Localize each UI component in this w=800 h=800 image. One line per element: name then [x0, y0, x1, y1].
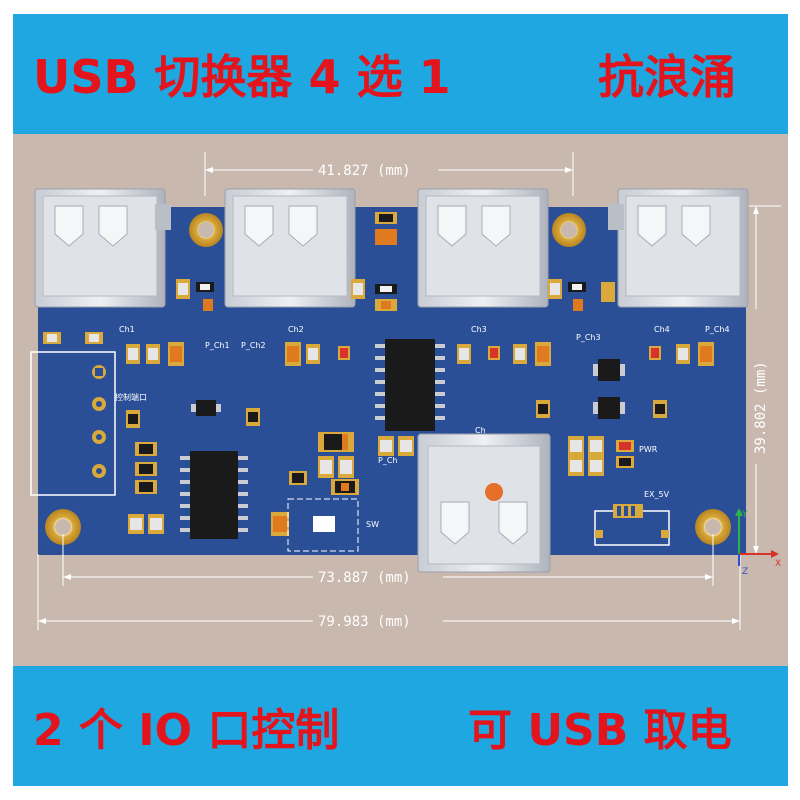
silk-ch4: Ch4	[654, 325, 670, 334]
bottom-banner-right: 可 USB 取电	[468, 705, 732, 756]
control-header-pads	[92, 365, 106, 478]
silk-p-ch2: P_Ch2	[241, 341, 266, 350]
svg-text:X: X	[775, 559, 781, 569]
ex-5v-connector	[594, 504, 670, 546]
silk-ch2: Ch2	[288, 325, 304, 334]
pcb-board-image: 41.827 (mm) 39.802 (mm)	[30, 152, 781, 630]
switch-outline	[287, 498, 359, 552]
usb-port-ch4	[608, 188, 749, 308]
bottom-banner-left: 2 个 IO 口控制	[33, 705, 340, 756]
usb-port-input	[417, 433, 551, 573]
axis-indicator: Y X Z	[735, 508, 781, 577]
dimension-hole-span: 73.887 (mm)	[62, 534, 714, 586]
silk-ch3: Ch3	[471, 325, 487, 334]
silk-p-ch3: P_Ch3	[576, 333, 601, 342]
switch-button	[313, 516, 335, 532]
top-banner-title: USB 切换器 4 选 1	[33, 50, 451, 104]
ic-chip-bottom	[180, 451, 248, 539]
bottom-banner: 2 个 IO 口控制 可 USB 取电	[13, 666, 788, 786]
silk-p-ch4: P_Ch4	[705, 325, 730, 334]
silk-ch1: Ch1	[119, 325, 135, 334]
pcb-render-area: 41.827 (mm) 39.802 (mm)	[13, 134, 788, 666]
silk-control-port: 控制端口	[115, 392, 147, 402]
dimension-right-label: 39.802 (mm)	[753, 361, 769, 454]
usb-port-ch2	[224, 188, 356, 308]
dimension-top: 41.827 (mm)	[204, 152, 574, 196]
top-banner-feature: 抗浪涌	[598, 50, 736, 104]
ic-chip-top	[375, 339, 445, 431]
usb-port-ch3	[417, 188, 549, 308]
silk-sw: SW	[366, 520, 379, 529]
svg-text:Z: Z	[742, 567, 748, 577]
dimension-total-width-label: 79.983 (mm)	[318, 614, 411, 630]
dimension-right: 39.802 (mm)	[748, 205, 781, 554]
silk-p-ch1: P_Ch1	[205, 341, 230, 350]
passive-components	[43, 212, 714, 536]
silk-pwr: PWR	[639, 445, 658, 454]
dimension-top-label: 41.827 (mm)	[318, 163, 411, 179]
silk-ch: Ch	[475, 426, 486, 435]
silk-ex-5v: EX_5V	[644, 490, 670, 499]
svg-text:Y: Y	[741, 510, 748, 520]
silk-p-ch: P_Ch	[378, 456, 397, 465]
dimension-hole-span-label: 73.887 (mm)	[318, 570, 411, 586]
control-header-outline	[30, 351, 116, 496]
usb-port-ch1	[34, 188, 171, 308]
dimension-total-width: 79.983 (mm)	[37, 554, 741, 630]
top-banner: USB 切换器 4 选 1 抗浪涌	[13, 14, 788, 134]
